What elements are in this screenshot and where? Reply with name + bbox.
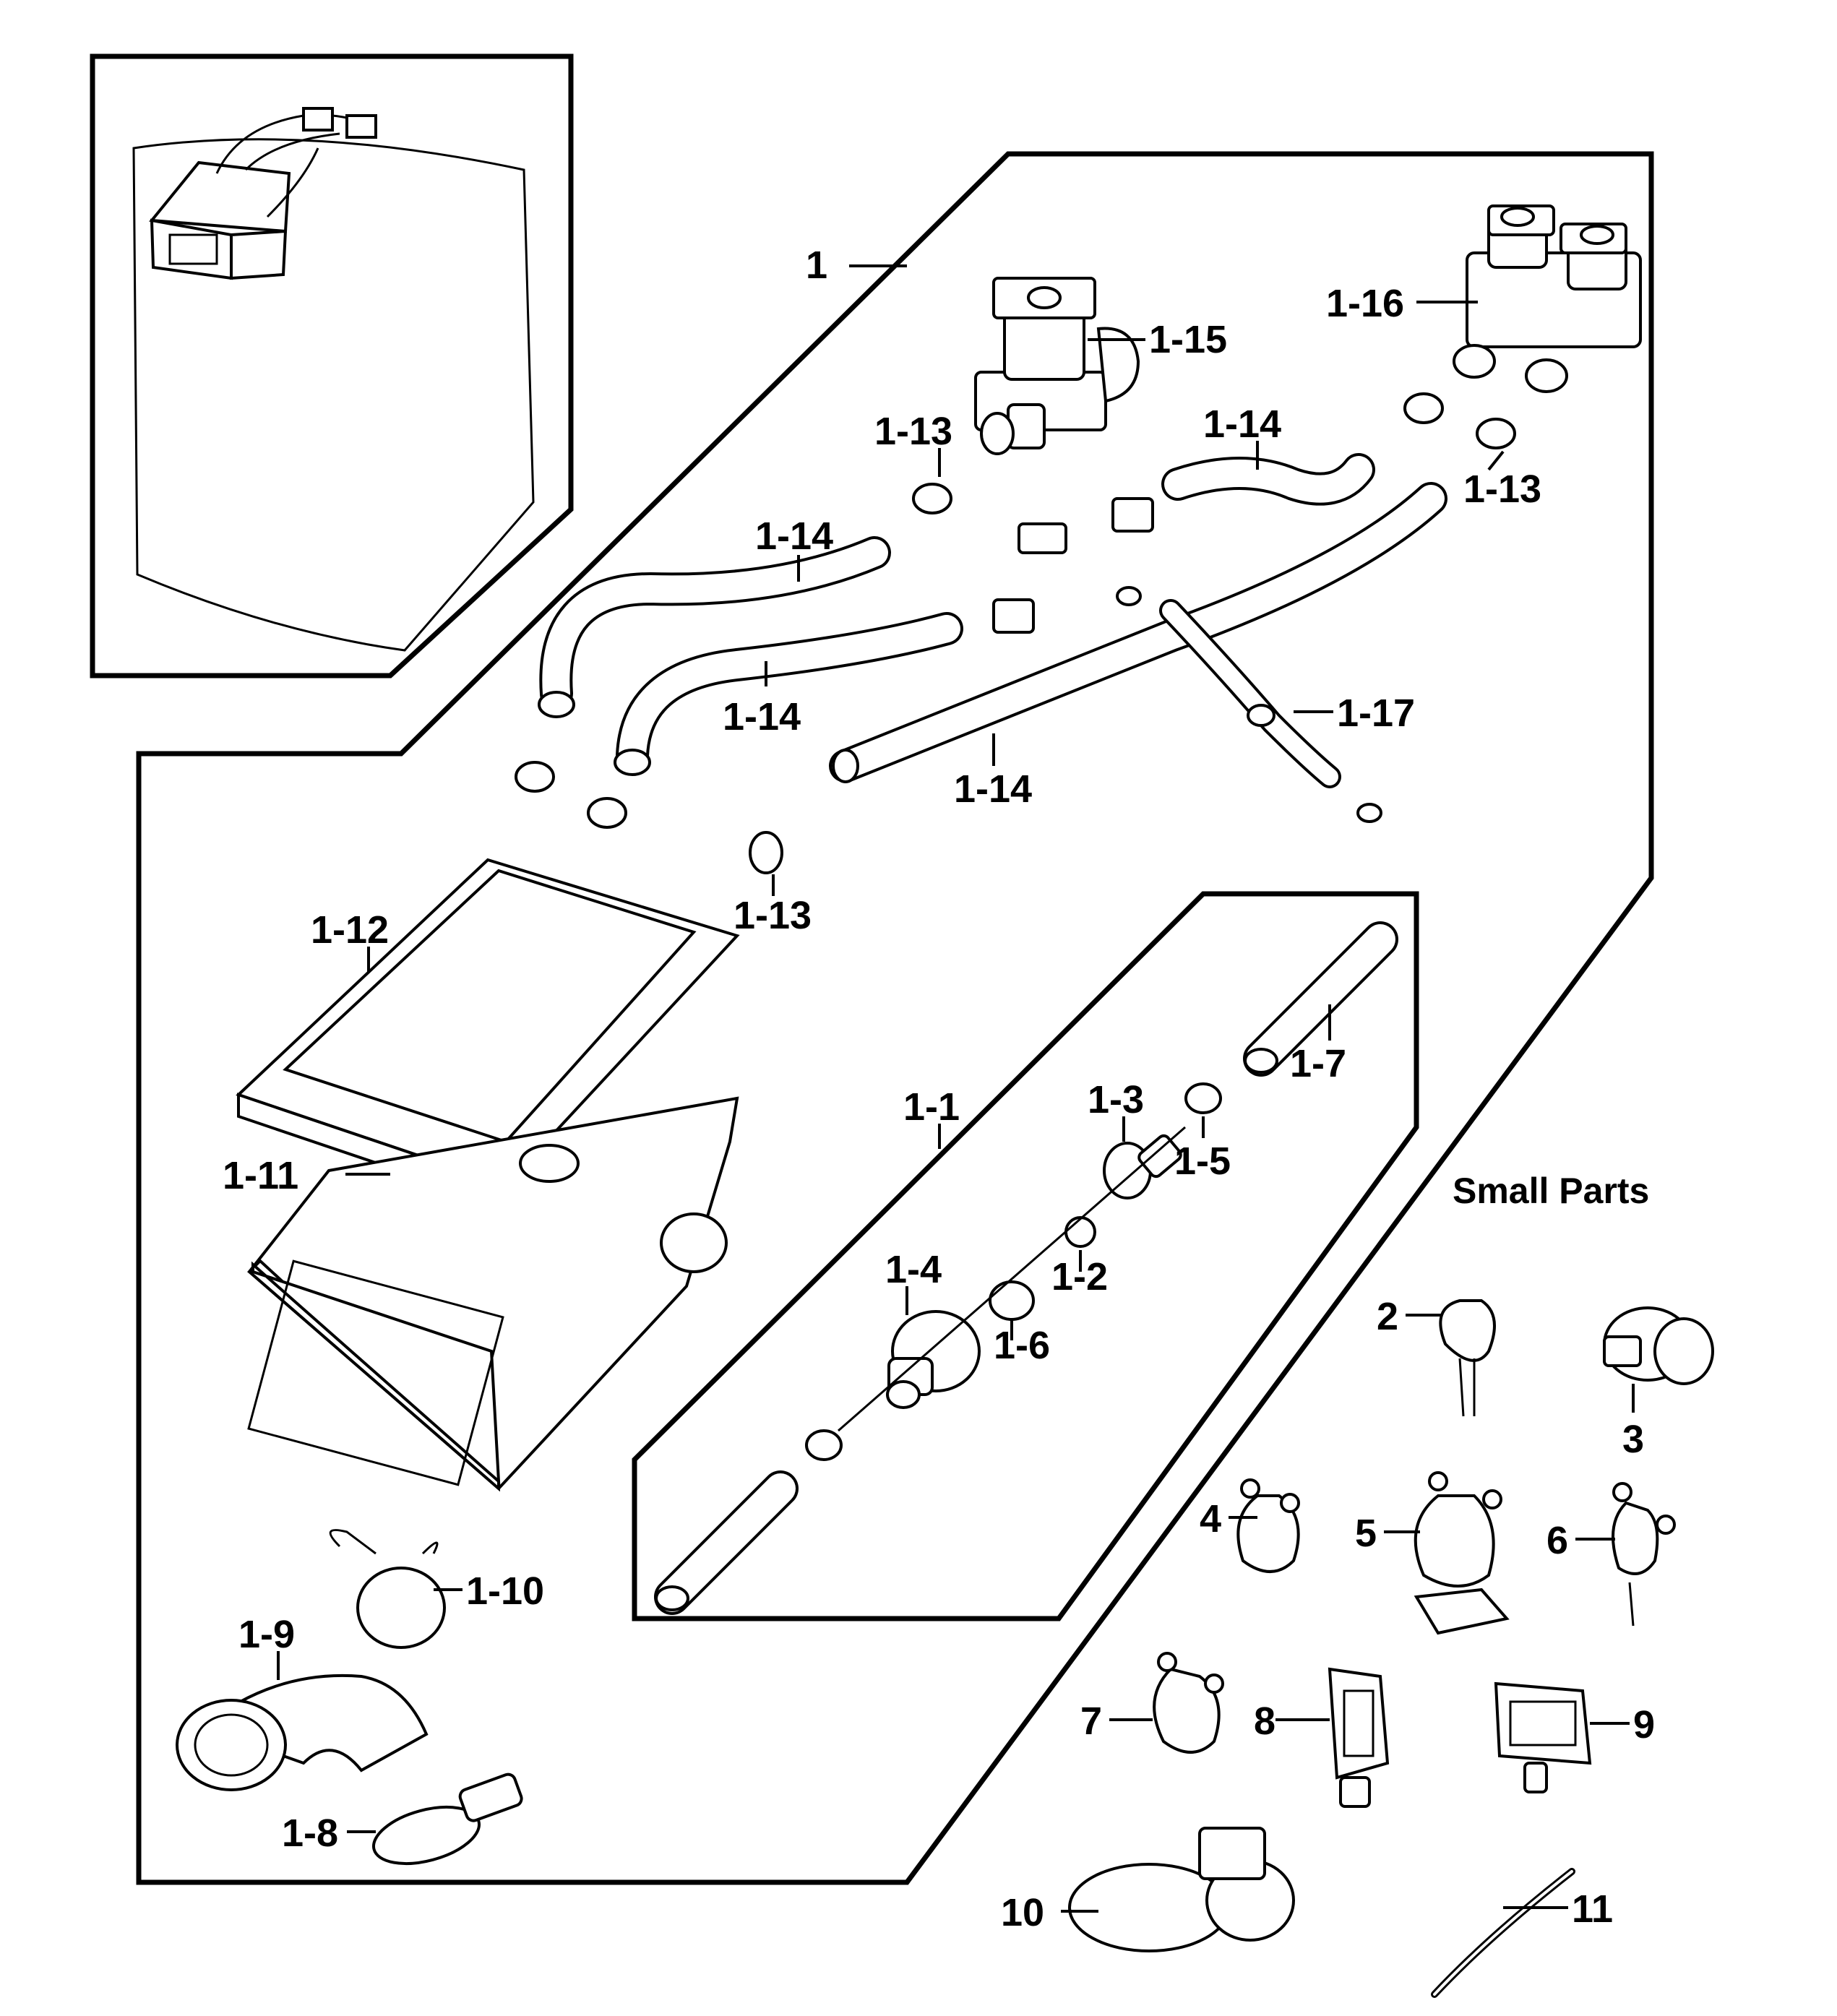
label-7: 7 bbox=[1080, 1700, 1102, 1743]
label-1-15: 1-15 bbox=[1149, 318, 1227, 361]
label-1-17: 1-17 bbox=[1337, 692, 1415, 735]
label-5: 5 bbox=[1355, 1512, 1377, 1555]
hose-1-14-b-icon bbox=[614, 612, 963, 776]
hose-1-14-d-icon bbox=[829, 482, 1447, 783]
label-1-11: 1-11 bbox=[223, 1154, 298, 1197]
label-2: 2 bbox=[1377, 1295, 1398, 1338]
small-part-6-icon bbox=[1612, 1482, 1676, 1627]
label-3: 3 bbox=[1622, 1418, 1644, 1461]
small-part-5-icon bbox=[1414, 1471, 1510, 1635]
clamp-icon bbox=[515, 392, 1516, 1461]
subassembly-outline bbox=[632, 891, 1419, 1621]
label-6: 6 bbox=[1546, 1519, 1568, 1562]
label-1-14-a: 1-14 bbox=[1203, 402, 1281, 446]
small-parts-title: Small Parts bbox=[1453, 1171, 1649, 1211]
label-1-3: 1-3 bbox=[1088, 1078, 1144, 1121]
label-1-9: 1-9 bbox=[238, 1613, 295, 1656]
label-1-6: 1-6 bbox=[994, 1324, 1050, 1367]
label-8: 8 bbox=[1254, 1700, 1275, 1743]
part-labels: 1 1-15 1-16 1-13 1-14 1-13 1-14 1-14 1-1… bbox=[223, 244, 1655, 1934]
hose-1-14-c-icon bbox=[1161, 453, 1375, 506]
label-1-14-b: 1-14 bbox=[755, 514, 833, 558]
label-10: 10 bbox=[1001, 1891, 1044, 1934]
label-1-16: 1-16 bbox=[1326, 282, 1404, 325]
ball-1-2-icon bbox=[1064, 1216, 1096, 1248]
small-part-2-icon bbox=[1439, 1299, 1496, 1417]
label-1-1: 1-1 bbox=[903, 1085, 960, 1129]
label-9: 9 bbox=[1633, 1703, 1655, 1746]
assembly-outline bbox=[136, 151, 1654, 1885]
small-part-11-icon bbox=[1431, 1868, 1575, 1998]
label-1-4: 1-4 bbox=[885, 1248, 942, 1291]
nozzle-1-3-icon bbox=[1103, 1134, 1182, 1199]
label-1-10: 1-10 bbox=[466, 1569, 544, 1613]
hose-1-17-icon bbox=[1159, 599, 1341, 788]
ring-1-10-icon bbox=[329, 1529, 446, 1649]
small-part-9-icon bbox=[1494, 1681, 1592, 1793]
small-part-7-icon bbox=[1153, 1652, 1224, 1754]
water-valve-double-icon bbox=[1453, 204, 1642, 393]
label-1-14-d: 1-14 bbox=[954, 767, 1032, 811]
label-1-12: 1-12 bbox=[311, 908, 389, 952]
label-1-13-a: 1-13 bbox=[874, 410, 952, 453]
body-1-4-icon bbox=[886, 1310, 981, 1409]
overview-inset bbox=[90, 53, 574, 679]
small-part-3-icon bbox=[1603, 1306, 1714, 1385]
small-part-10-icon bbox=[1068, 1827, 1295, 1952]
label-1-2: 1-2 bbox=[1051, 1255, 1108, 1298]
dispenser-housing-icon bbox=[247, 1096, 739, 1492]
axis-line bbox=[838, 1126, 1186, 1432]
clamp-1-8-icon bbox=[371, 1772, 523, 1865]
label-4: 4 bbox=[1200, 1497, 1221, 1541]
label-1-7: 1-7 bbox=[1290, 1042, 1346, 1085]
small-part-4-icon bbox=[1236, 1478, 1300, 1573]
small-part-8-icon bbox=[1328, 1667, 1390, 1808]
overview-dispenser-assembly-icon bbox=[149, 107, 377, 280]
connector-icon bbox=[992, 497, 1154, 634]
leader-lines bbox=[277, 264, 1635, 1913]
label-1: 1 bbox=[806, 244, 827, 287]
label-1-14-c: 1-14 bbox=[723, 695, 801, 738]
bellows-1-9-icon bbox=[176, 1673, 429, 1791]
seal-1-6-icon bbox=[989, 1280, 1035, 1321]
water-valve-single-icon bbox=[974, 277, 1140, 455]
pipe-1-7-icon bbox=[1243, 921, 1398, 1077]
label-11: 11 bbox=[1572, 1887, 1613, 1931]
label-1-13-c: 1-13 bbox=[733, 894, 812, 937]
label-1-13-b: 1-13 bbox=[1463, 468, 1541, 511]
pipe-lower-icon bbox=[654, 1470, 799, 1615]
hose-1-14-a-icon bbox=[538, 536, 891, 718]
label-1-5: 1-5 bbox=[1174, 1140, 1231, 1183]
label-1-8: 1-8 bbox=[282, 1812, 338, 1855]
